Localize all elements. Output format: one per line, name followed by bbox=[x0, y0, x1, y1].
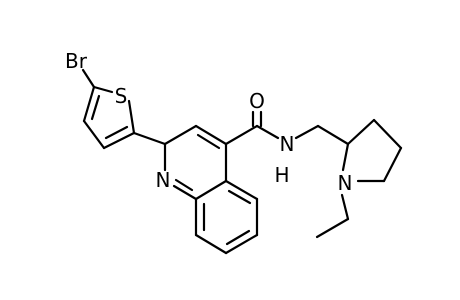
bond-b-c6-c7-inner bbox=[225, 229, 251, 246]
atom-label-s: S bbox=[115, 84, 128, 108]
atom-label-layer: Br S N O N H N bbox=[65, 49, 352, 195]
bond-p-c2-c3 bbox=[346, 118, 376, 146]
bond-q-c4a-c8a bbox=[194, 179, 228, 201]
bond-c4-carbonyl bbox=[224, 124, 259, 146]
bond-layer bbox=[81, 68, 403, 255]
bond-ch2-c2p bbox=[316, 124, 350, 146]
bond-b-c7-c8 bbox=[194, 233, 228, 255]
bond-c2-c3-inner bbox=[104, 125, 129, 140]
bond-s-c2 bbox=[127, 99, 136, 135]
bond-p-c4-c5 bbox=[382, 146, 403, 183]
bond-p-c3-c4 bbox=[372, 118, 403, 150]
bond-br-c5 bbox=[81, 68, 96, 89]
bond-n-ch2 bbox=[294, 124, 320, 140]
bond-c4-c5-inner bbox=[90, 94, 101, 121]
bond-q-c8a-n bbox=[172, 184, 198, 201]
bond-ethyl-ch2-ch3 bbox=[315, 217, 350, 239]
bond-q-c2-c3 bbox=[163, 124, 198, 146]
bond-c2-c3 bbox=[102, 131, 136, 150]
bond-b-c4a-c5-inner bbox=[227, 189, 252, 205]
atom-label-n-pyrrolidine: N bbox=[338, 171, 353, 195]
bond-p-n-c2 bbox=[341, 142, 350, 172]
bond-thiophene-quinoline bbox=[132, 131, 167, 146]
atom-label-br: Br bbox=[65, 49, 88, 73]
atom-label-o: O bbox=[249, 89, 265, 113]
bond-c4-c5 bbox=[82, 85, 96, 123]
bond-q-c8a-n-inner bbox=[174, 178, 194, 192]
atom-label-h-amide: H bbox=[274, 163, 289, 187]
bond-n-ethyl-ch2 bbox=[340, 193, 350, 221]
bond-q-c3-c4-inner bbox=[196, 133, 221, 150]
bond-carbonyl-n bbox=[255, 124, 280, 140]
bond-q-c3-c4 bbox=[194, 124, 228, 146]
bond-b-c6-c7 bbox=[224, 233, 259, 255]
bond-c5-s bbox=[92, 85, 114, 94]
atom-label-n-amide: N bbox=[280, 132, 295, 156]
atom-label-n-quinoline: N bbox=[156, 168, 171, 192]
bond-c3-c4 bbox=[82, 119, 106, 150]
bond-b-c4a-c5 bbox=[224, 179, 259, 201]
